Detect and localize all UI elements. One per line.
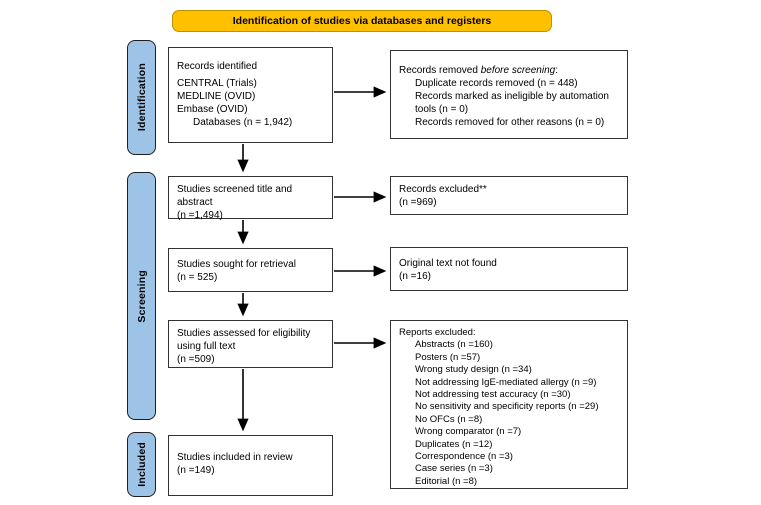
box-studies-included: Studies included in review(n =149): [168, 435, 333, 496]
box-studies-screened: Studies screened title and abstract(n =1…: [168, 176, 333, 221]
box-records-excluded: Records excluded**(n =969): [390, 176, 628, 215]
box-studies-assessed: Studies assessed for eligibility using f…: [168, 320, 333, 368]
box-original-text-not-found: Original text not found(n =16): [390, 247, 628, 291]
diagram-title-banner: Identification of studies via databases …: [172, 10, 552, 32]
stage-label-identification-text: Identification: [135, 63, 148, 132]
stage-label-included: Included: [127, 432, 156, 497]
stage-label-included-text: Included: [135, 442, 148, 487]
stage-label-identification: Identification: [127, 40, 156, 155]
box-records-removed: Records removed before screening:Duplica…: [390, 50, 628, 139]
box-studies-sought: Studies sought for retrieval(n = 525): [168, 248, 333, 292]
box-reports-excluded: Reports excluded:Abstracts (n =160)Poste…: [390, 320, 628, 489]
stage-label-screening: Screening: [127, 172, 156, 420]
stage-label-screening-text: Screening: [135, 269, 148, 323]
